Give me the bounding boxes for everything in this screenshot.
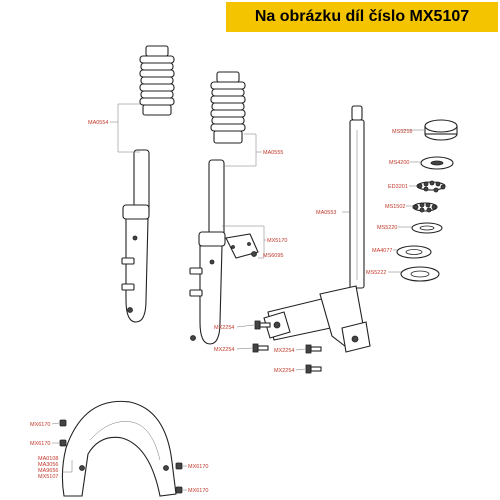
label-mx6170: MX6170 <box>30 422 51 428</box>
right-fork-leg <box>189 159 226 345</box>
front-fender <box>61 400 177 497</box>
label-mx2254: MX2254 <box>214 347 235 353</box>
part-number-banner: Na obrázku díl číslo MX5107 <box>226 2 498 32</box>
label-ms1502: MS1502 <box>385 204 406 210</box>
leader-lines <box>51 103 424 491</box>
label-mx5107: MX5107 <box>38 474 59 480</box>
label-ma0108: MA0108 <box>38 456 59 462</box>
label-mx5170: MX5170 <box>267 238 288 244</box>
label-mx2254: MX2254 <box>214 325 235 331</box>
caliper-bracket <box>225 233 259 259</box>
label-mx6170: MX6170 <box>188 464 209 470</box>
right-fork-boot <box>210 71 246 144</box>
label-mx6170: MX6170 <box>30 441 51 447</box>
label-ma0553: MA0553 <box>316 210 337 216</box>
label-mx2254: MX2254 <box>274 348 295 354</box>
part-labels: MA0554 MA0555 MX5170 MS6095 MA0553 MS521… <box>30 120 413 494</box>
label-ms5216: MS5216 <box>392 129 413 135</box>
label-ma0554: MA0554 <box>88 120 109 126</box>
label-ms4200: MS4200 <box>389 160 410 166</box>
label-ms5222: MS5222 <box>366 270 387 276</box>
headset-parts <box>396 119 458 282</box>
label-ma3056: MA3056 <box>38 462 59 468</box>
left-fork-leg <box>121 149 150 323</box>
label-mx6170: MX6170 <box>188 488 209 494</box>
label-ma9656: MA9656 <box>38 468 59 474</box>
label-ms6095: MS6095 <box>263 253 284 259</box>
label-ed3201: ED3201 <box>388 184 408 190</box>
label-mx2254: MX2254 <box>274 368 295 374</box>
bolts <box>59 320 322 494</box>
label-ma4077: MA4077 <box>372 248 393 254</box>
left-fork-boot <box>139 45 175 116</box>
steering-stem <box>263 105 371 353</box>
label-ma0555: MA0555 <box>263 150 284 156</box>
label-ms5220: MS5220 <box>377 225 398 231</box>
